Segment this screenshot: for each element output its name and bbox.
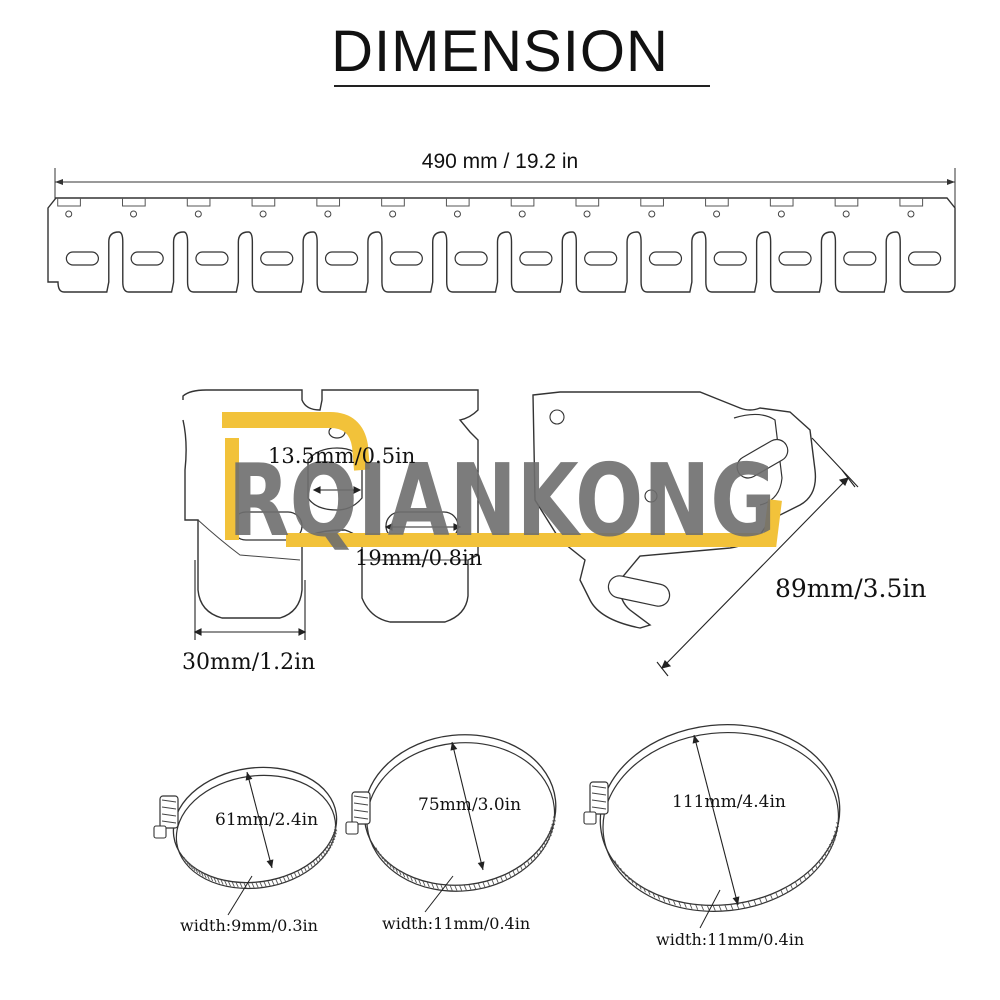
hose-clamp — [172, 766, 338, 890]
clamp-screw-housing — [589, 781, 609, 815]
bracket-hole — [130, 210, 138, 218]
clamp-diameter-arrow — [246, 771, 273, 869]
bracket-slot — [195, 251, 229, 266]
bracket-hole — [777, 210, 785, 218]
clamp-large-width-label: width:11mm/0.4in — [656, 930, 805, 949]
clamp-screw-housing — [351, 791, 371, 825]
bracket-hole — [518, 210, 526, 218]
hole-size-label: 13.5mm/0.5in — [268, 444, 416, 468]
clamp-large-diameter-label: 111mm/4.4in — [672, 792, 786, 812]
brand-watermark: RQIANKONG — [222, 412, 782, 559]
bracket-slot — [908, 251, 942, 266]
hose-clamp — [599, 723, 841, 912]
bracket-hole — [259, 210, 267, 218]
bend-length-label: 89mm/3.5in — [775, 574, 927, 603]
bracket-slot — [584, 251, 618, 266]
clamp-small-width-label: width:9mm/0.3in — [180, 916, 318, 935]
bracket-slot — [130, 251, 164, 266]
title-underline — [334, 85, 710, 87]
bracket-slot — [260, 251, 294, 266]
clamp-diameter-arrow — [693, 734, 739, 906]
watermark-text: RQIANKONG — [228, 442, 776, 559]
bracket-slot — [648, 251, 683, 266]
bracket-slot — [843, 251, 877, 266]
bracket-slot — [324, 251, 359, 266]
bracket-slot — [454, 251, 488, 266]
bracket-slot — [389, 251, 423, 266]
clamp-small-diameter-label: 61mm/2.4in — [215, 810, 319, 830]
bracket-hole — [194, 210, 202, 218]
bracket-slot — [778, 251, 812, 266]
bracket-hole — [324, 210, 332, 218]
clamp-width-leader — [699, 889, 721, 929]
bracket-hole — [453, 210, 461, 218]
page-title: DIMENSION — [331, 19, 669, 84]
bracket-hole — [583, 210, 591, 218]
heat-shield-bracket — [47, 197, 956, 293]
bracket-hole — [389, 210, 397, 218]
clamp-screw-housing — [159, 795, 179, 829]
clamp-diameter-arrow — [451, 741, 484, 871]
clamp-medium-diameter-label: 75mm/3.0in — [418, 795, 522, 815]
bracket-hole — [648, 210, 656, 218]
clamp-width-leader — [227, 875, 253, 916]
bracket-length-label: 490 mm / 19.2 in — [421, 150, 579, 173]
bracket-hole — [713, 210, 721, 218]
slot-size-label: 19mm/0.8in — [355, 546, 483, 570]
bracket-hole — [65, 210, 73, 218]
bracket-slot — [713, 251, 747, 266]
bracket-hole — [842, 210, 850, 218]
tab-width-label: 30mm/1.2in — [182, 650, 316, 675]
clamp-width-leader — [424, 875, 454, 913]
clamp-medium-width-label: width:11mm/0.4in — [382, 914, 531, 933]
bracket-hole — [907, 210, 915, 218]
bracket-slot — [65, 251, 99, 266]
bracket-slot — [519, 251, 553, 266]
